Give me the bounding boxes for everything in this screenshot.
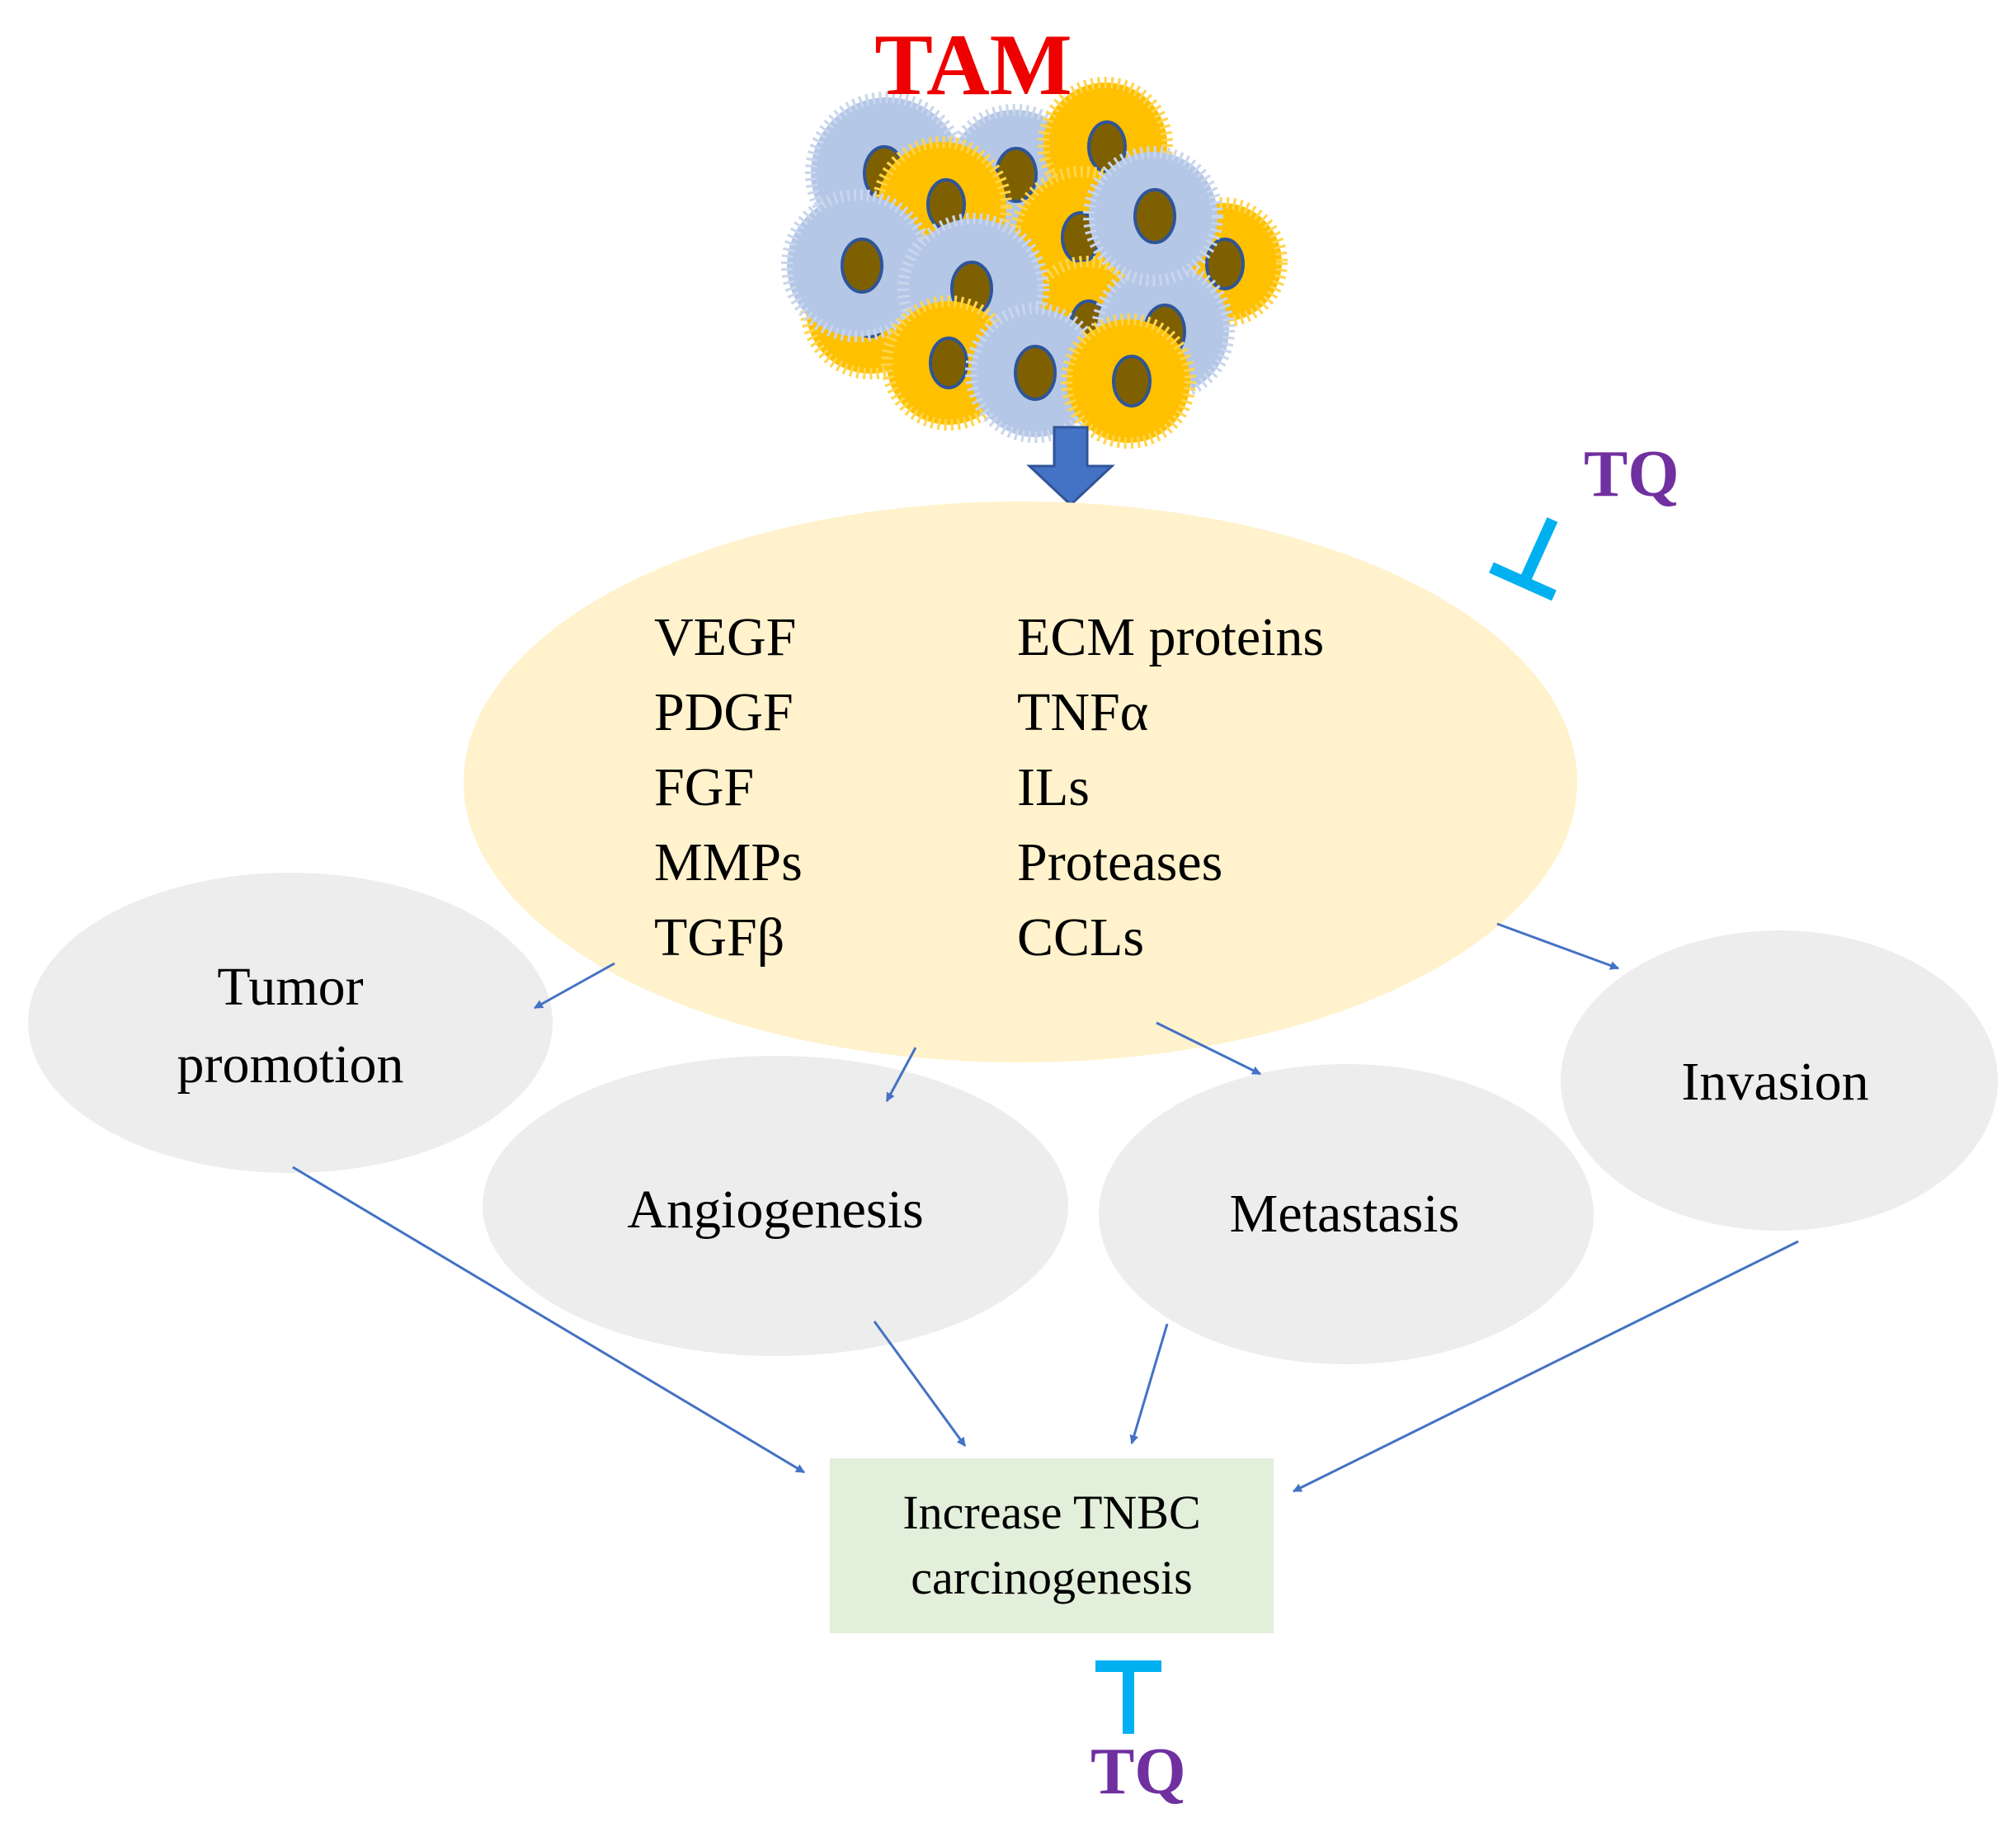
- tumor-promotion-line: promotion: [177, 1034, 404, 1095]
- macrophage-cell-icon: [1083, 146, 1223, 286]
- tumor-promotion-line: Tumor: [217, 957, 364, 1017]
- arrow-to-tumor-promotion: [534, 962, 615, 1010]
- inhibition-symbol-top: [1489, 517, 1558, 601]
- inhibition-symbol-bottom: [1095, 1660, 1161, 1734]
- outcome-line: carcinogenesis: [911, 1551, 1193, 1604]
- factor-item: CCLs: [1017, 907, 1145, 968]
- arrow-tumor-promotion-to-outcome: [292, 1166, 805, 1474]
- factor-item: PDGF: [654, 682, 794, 742]
- macrophage-cell-icon: [1061, 313, 1196, 449]
- arrow-to-angiogenesis: [885, 1047, 917, 1102]
- tam-cell-cluster: [781, 77, 1288, 449]
- arrow-to-metastasis: [1156, 1021, 1261, 1076]
- metastasis-ellipse: [1099, 1064, 1594, 1364]
- factor-item: FGF: [654, 757, 755, 817]
- factor-item: VEGF: [654, 607, 797, 667]
- angiogenesis-ellipse: [483, 1056, 1068, 1356]
- tq-label-top: TQ: [1584, 438, 1679, 511]
- factor-item: TGFβ: [654, 907, 785, 968]
- invasion-ellipse: [1561, 930, 1998, 1231]
- effect-outcome-arrows: [292, 1166, 1799, 1493]
- tumor-promotion-label: Tumor promotion: [109, 949, 472, 1103]
- arrow-angiogenesis-to-outcome: [873, 1321, 967, 1447]
- tam-to-factors-arrow: [1026, 426, 1115, 507]
- factor-item: ECM proteins: [1017, 607, 1325, 667]
- tam-label: TAM: [874, 16, 1072, 113]
- invasion-label: Invasion: [1681, 1052, 1869, 1112]
- factor-item: Proteases: [1017, 832, 1223, 892]
- tumor-promotion-ellipse: [28, 873, 553, 1173]
- secreted-factors-ellipse: [464, 502, 1577, 1062]
- metastasis-label: Metastasis: [1229, 1184, 1460, 1244]
- angiogenesis-label: Angiogenesis: [627, 1180, 924, 1240]
- factor-item: ILs: [1017, 757, 1090, 817]
- factor-item: MMPs: [654, 832, 803, 892]
- outcome-box: Increase TNBC carcinogenesis: [830, 1458, 1274, 1633]
- factor-effect-arrows: [534, 922, 1620, 1102]
- factor-item: TNFα: [1017, 682, 1149, 742]
- tq-label-bottom: TQ: [1090, 1735, 1186, 1808]
- arrow-metastasis-to-outcome: [1129, 1323, 1169, 1445]
- arrow-invasion-to-outcome: [1293, 1240, 1799, 1493]
- arrow-to-invasion: [1496, 922, 1620, 970]
- outcome-line: Increase TNBC: [902, 1486, 1201, 1540]
